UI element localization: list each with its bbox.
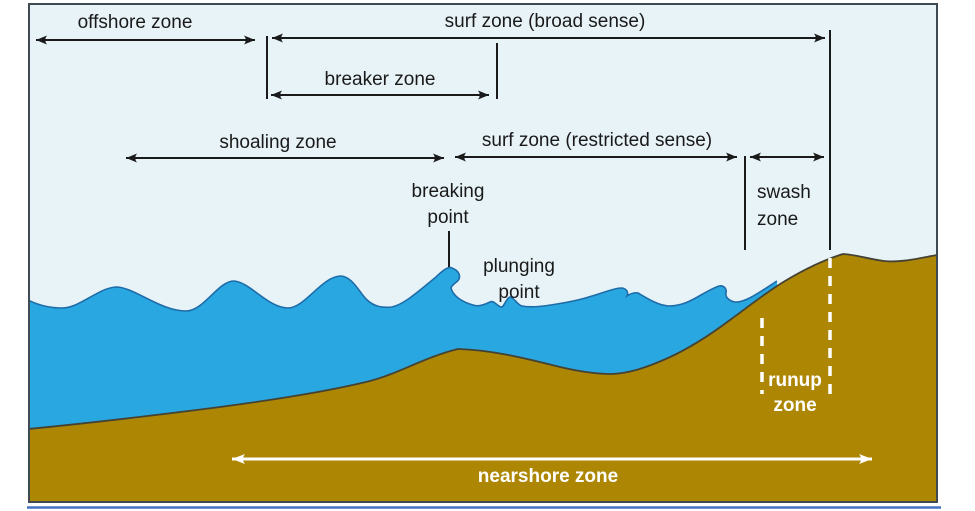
surf-zone-broad-label: surf zone (broad sense) <box>445 11 646 32</box>
diagram-frame-border <box>28 3 938 503</box>
runup-zone-label-line2: zone <box>773 395 816 416</box>
surf-zone-restricted-label: surf zone (restricted sense) <box>482 130 712 151</box>
swash-zone-label-line2: zone <box>757 209 798 230</box>
seabed-beach <box>30 254 936 502</box>
seabed-outline <box>30 253 936 430</box>
water-surface-outline <box>30 266 778 312</box>
swash-zone-label-line1: swash <box>757 182 811 203</box>
plunging-point-label-line1: plunging <box>483 256 555 277</box>
plunging-point-label-line2: point <box>498 282 540 303</box>
breaking-point-label-line2: point <box>427 207 469 228</box>
breaker-zone-label: breaker zone <box>325 69 436 90</box>
shoaling-zone-label: shoaling zone <box>219 132 336 153</box>
runup-zone-label-line1: runup <box>768 370 822 391</box>
breaking-point-label-line1: breaking <box>412 181 485 202</box>
offshore-zone-label: offshore zone <box>78 12 193 33</box>
nearshore-zone-label: nearshore zone <box>478 466 618 487</box>
